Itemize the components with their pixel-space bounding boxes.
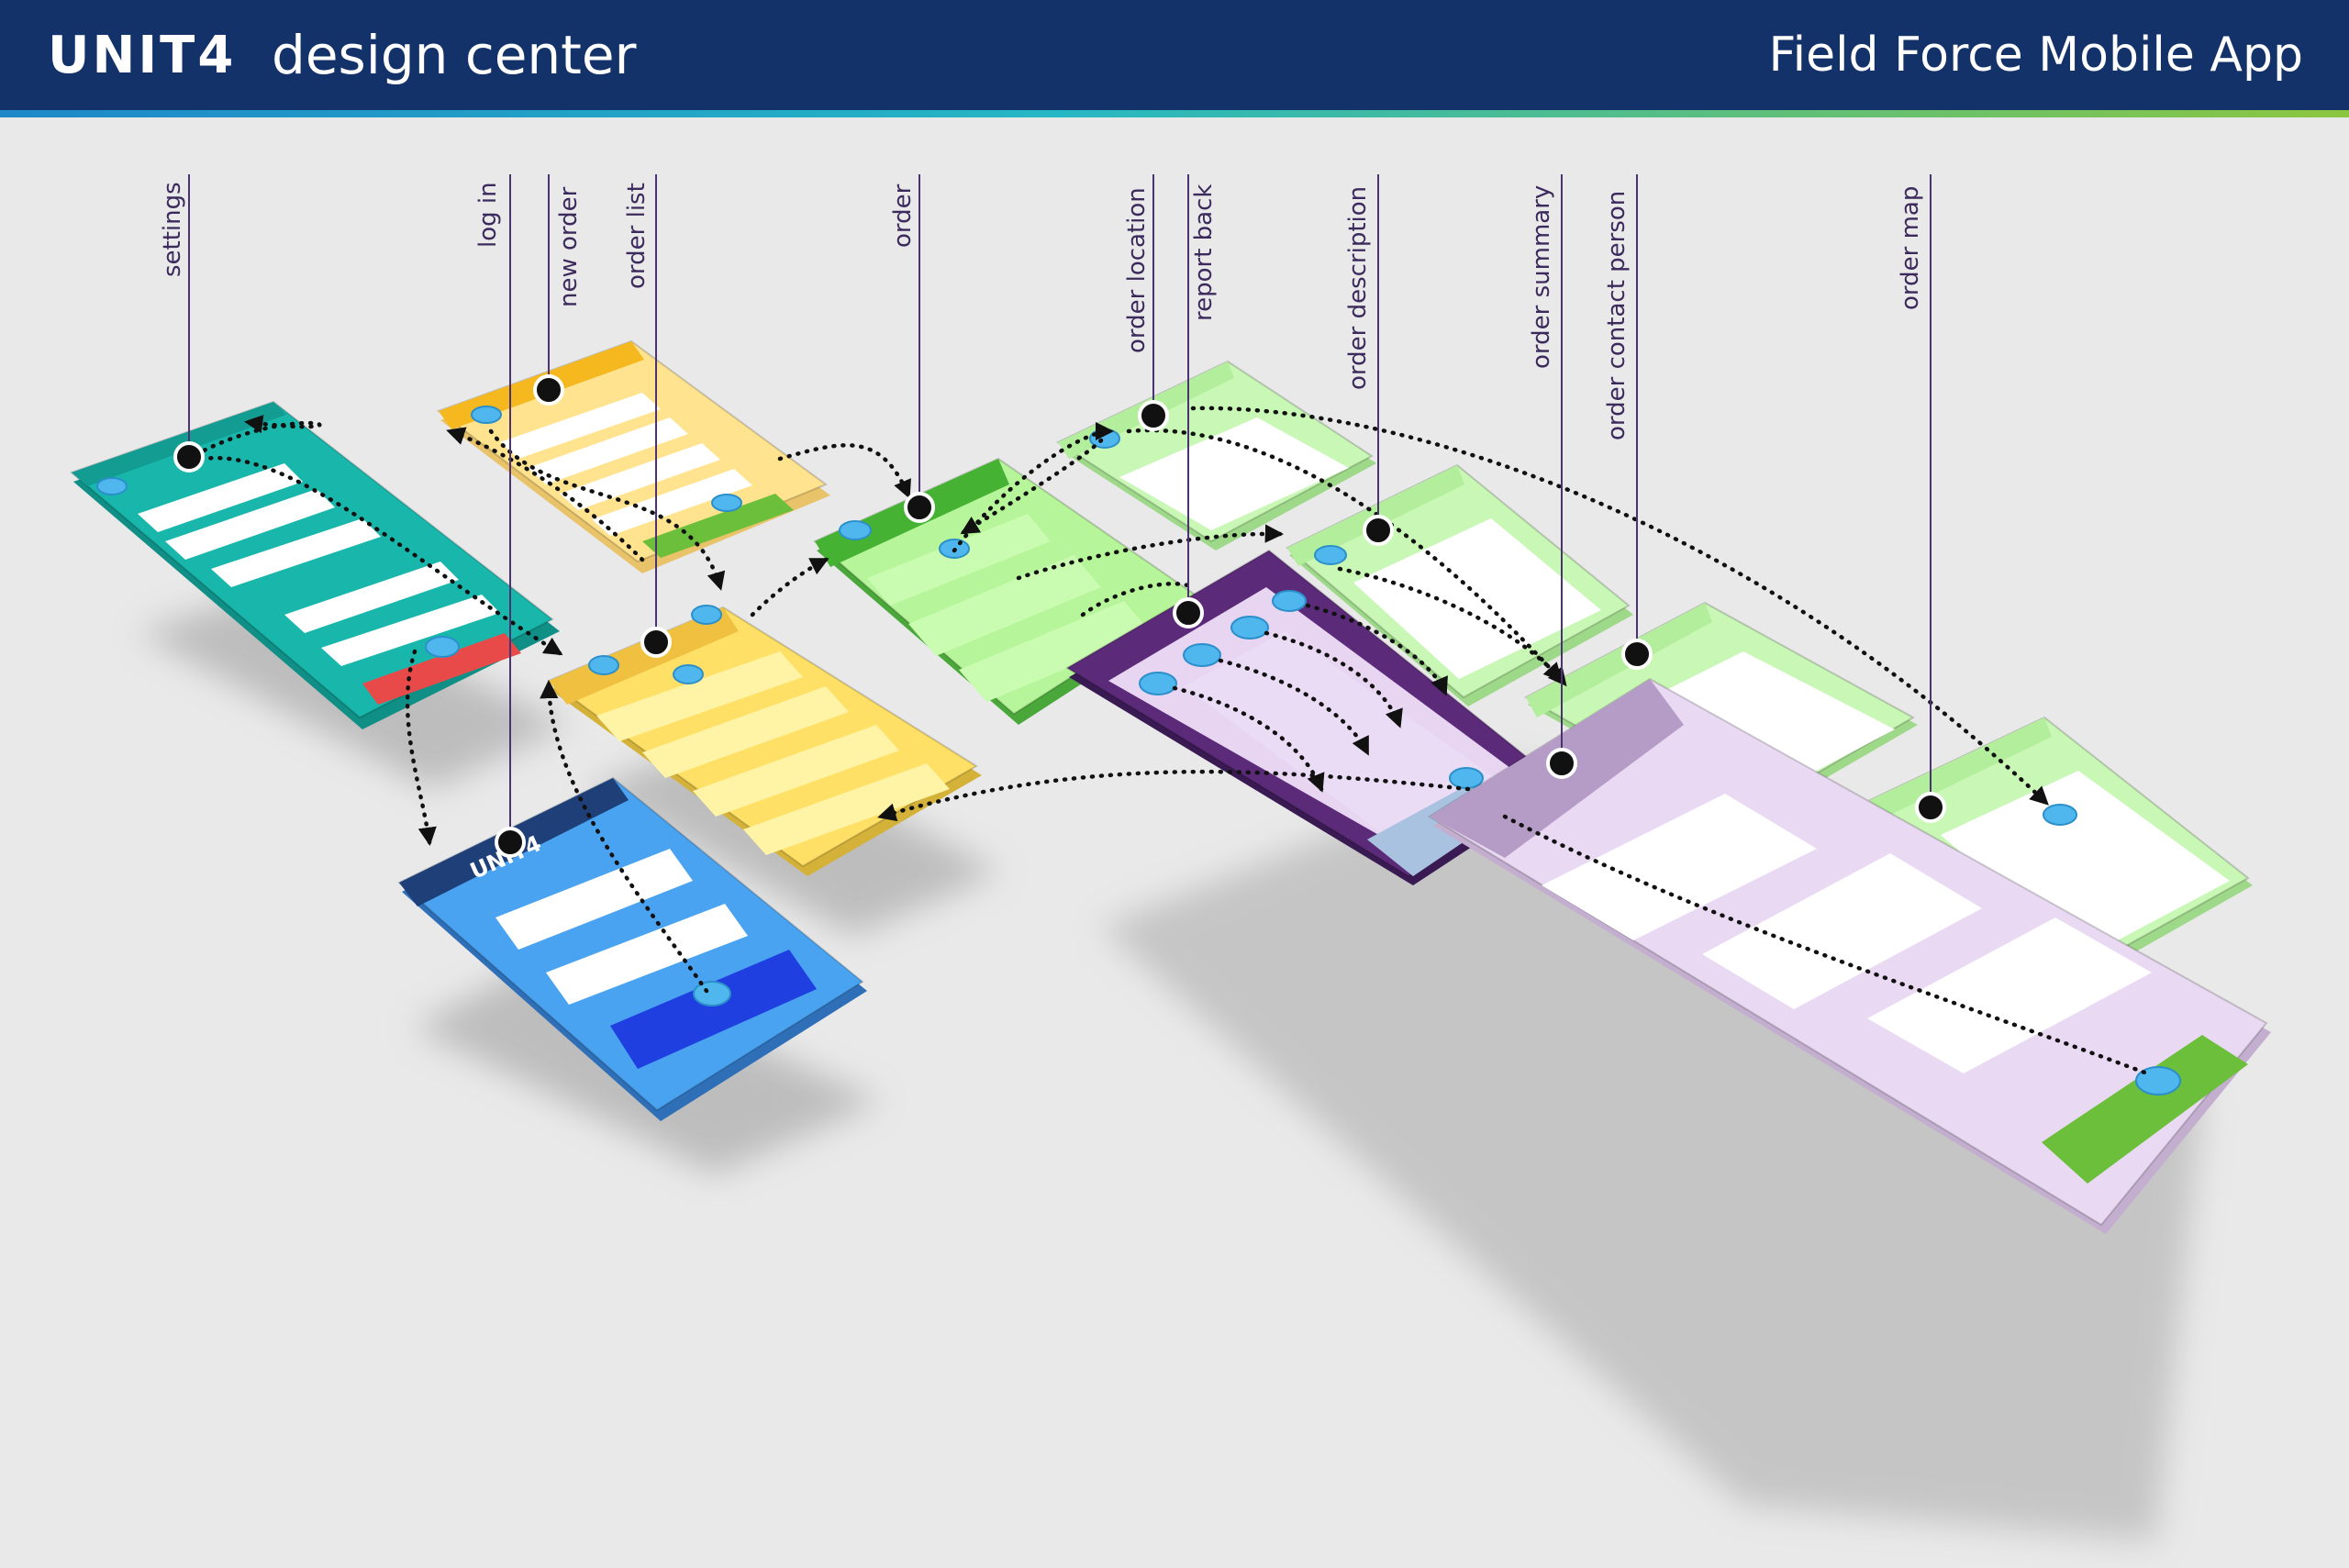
settings-row-1[interactable] [138, 463, 303, 532]
order-list-item-1[interactable] [596, 651, 803, 741]
flow-login-to-list [540, 679, 709, 994]
callout-order-location: order location [1123, 174, 1169, 431]
order-map-screen [1868, 716, 2253, 982]
unit4-logo: UNIT4 [48, 26, 237, 85]
report-back-hotspot-2[interactable] [1183, 643, 1221, 667]
callout-order-summary: order summary [1528, 174, 1577, 779]
flow-description-to-contact [1337, 566, 1567, 687]
login-password-field[interactable] [546, 904, 748, 1005]
login-screen: UNIT4 [397, 776, 867, 1121]
order-detail-row-1[interactable] [867, 514, 1051, 606]
callout-settings: settings [159, 174, 205, 473]
report-back-hotspot-1[interactable] [1139, 672, 1177, 695]
new-order-field-4[interactable] [592, 469, 752, 536]
header-accent-stripe [0, 110, 2349, 117]
flow-list-to-order [750, 557, 829, 617]
app-header: UNIT4 design center Field Force Mobile A… [0, 0, 2349, 110]
flow-order-to-description [1016, 524, 1285, 581]
order-list-settings-hotspot[interactable] [588, 655, 619, 675]
svg-text:order list: order list [623, 183, 651, 289]
settings-row-5[interactable] [321, 595, 500, 666]
flow-report-2 [1218, 658, 1370, 756]
callout-log-in: log in [474, 174, 526, 858]
flow-report-1 [1172, 685, 1325, 793]
design-center-label: design center [272, 24, 637, 86]
callout-order-description: order description [1344, 174, 1394, 546]
flow-list-to-settings [185, 415, 322, 462]
new-order-screen [436, 339, 830, 573]
order-list-item-hotspot[interactable] [673, 664, 704, 684]
report-back-hotspot-3[interactable] [1230, 616, 1269, 639]
flow-new-order-to-order [777, 443, 911, 499]
settings-row-2[interactable] [165, 489, 335, 560]
callout-order-contact-person: order contact person [1603, 174, 1653, 670]
order-list-screen [546, 605, 982, 876]
flow-order-to-report [1080, 582, 1196, 617]
new-order-field-2[interactable] [528, 417, 688, 484]
callout-order-map: order map [1897, 174, 1946, 823]
svg-text:settings: settings [159, 182, 186, 277]
svg-text:order location: order location [1123, 187, 1151, 353]
svg-text:log in: log in [474, 182, 502, 248]
flow-summary-to-confirm [1502, 814, 2150, 1076]
order-list-item-3[interactable] [693, 725, 899, 817]
flow-settings-to-login [405, 649, 437, 847]
summary-card-3 [1867, 917, 2152, 1073]
order-location-screen [1055, 360, 1376, 550]
report-back-submit-hotspot[interactable] [1449, 767, 1484, 789]
callout-new-order: new order [533, 174, 583, 406]
svg-text:report back: report back [1190, 184, 1218, 321]
flow-new-order-to-list [488, 428, 726, 591]
flow-location-to-contact [1126, 428, 1563, 682]
navigation-flow-arrows [181, 406, 2150, 1076]
summary-card-2 [1702, 853, 1982, 1009]
order-detail-row-2[interactable] [908, 555, 1101, 656]
svg-text:order description: order description [1344, 186, 1372, 390]
flow-report-to-list [877, 769, 1471, 822]
summary-card-1 [1542, 794, 1817, 940]
svg-text:new order: new order [555, 186, 583, 307]
svg-text:order contact person: order contact person [1603, 191, 1631, 440]
settings-delete-hotspot[interactable] [425, 636, 460, 658]
order-list-new-hotspot[interactable] [691, 605, 722, 625]
svg-text:order map: order map [1897, 186, 1924, 310]
order-description-back-hotspot[interactable] [1314, 545, 1347, 565]
login-username-field[interactable] [495, 849, 693, 950]
svg-text:order summary: order summary [1528, 185, 1555, 369]
svg-text:order: order [889, 183, 917, 248]
flow-report-3 [1264, 630, 1403, 728]
flow-location-to-order [960, 438, 1104, 535]
new-order-back-hotspot[interactable] [471, 406, 502, 424]
report-back-hotspot-4[interactable] [1272, 590, 1307, 612]
login-button[interactable] [610, 950, 817, 1069]
login-button-hotspot[interactable] [693, 981, 731, 1006]
settings-row-3[interactable] [211, 518, 381, 587]
order-back-hotspot[interactable] [839, 520, 872, 540]
page-title: Field Force Mobile App [1768, 28, 2303, 83]
new-order-save-hotspot[interactable] [711, 494, 742, 512]
callout-report-back: report back [1173, 174, 1218, 628]
settings-back-hotspot[interactable] [96, 477, 128, 495]
order-list-item-4[interactable] [743, 763, 950, 855]
new-order-save-button[interactable] [642, 494, 794, 558]
order-list-item-2[interactable] [642, 686, 849, 778]
flow-list-to-new-order [446, 427, 645, 562]
settings-screen [70, 400, 560, 729]
order-detail-row-3[interactable] [959, 601, 1152, 702]
callout-order-list: order list [623, 174, 672, 658]
callout-order: order [889, 174, 935, 523]
settings-row-4[interactable] [284, 562, 459, 633]
settings-delete-button[interactable] [362, 633, 521, 705]
summary-confirm-hotspot[interactable] [2135, 1066, 2181, 1095]
summary-confirm-button[interactable] [2042, 1035, 2248, 1184]
order-map-hotspot[interactable] [2043, 804, 2077, 826]
new-order-field-1[interactable] [500, 393, 661, 459]
